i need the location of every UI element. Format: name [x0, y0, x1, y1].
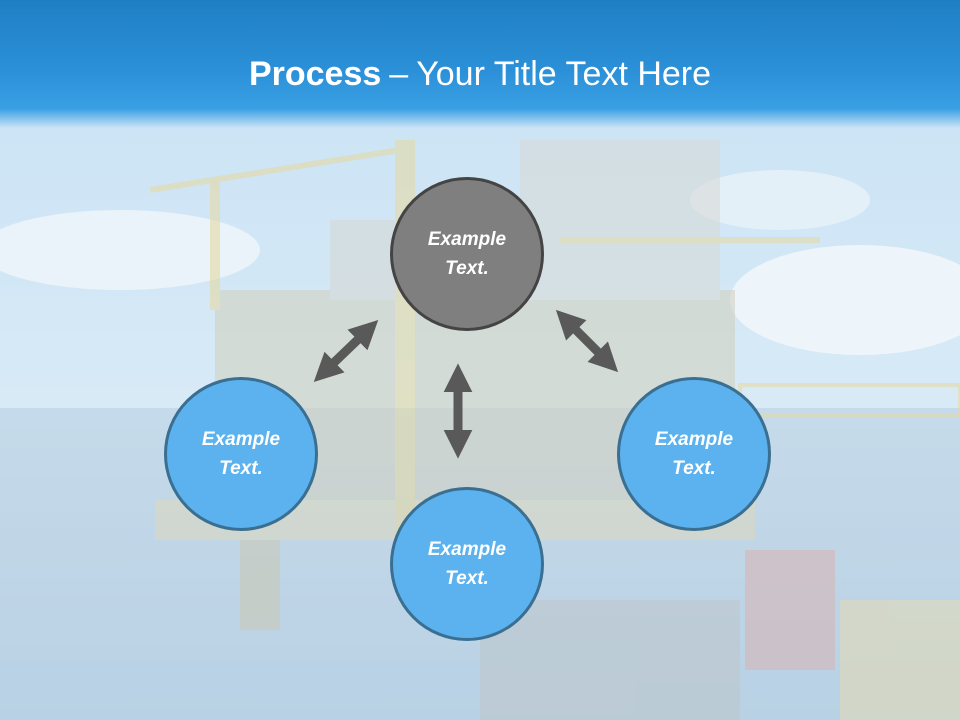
node-top: Example Text.	[390, 177, 544, 331]
arrow-top-left	[313, 320, 379, 382]
title-separator: –	[389, 55, 409, 93]
slide-title: Process–Your Title Text Here	[0, 52, 960, 96]
node-left-line2: Text.	[219, 458, 263, 479]
arrow-top-right	[555, 309, 619, 373]
title-rest: Your Title Text Here	[416, 55, 712, 93]
title-bar	[0, 0, 960, 128]
node-bottom-line1: Example	[427, 539, 507, 560]
node-bottom: Example Text.	[390, 487, 544, 641]
node-top-line2: Text.	[445, 258, 489, 279]
node-left-line1: Example	[201, 429, 281, 450]
node-bottom-line2: Text.	[445, 568, 489, 589]
node-right-line2: Text.	[672, 458, 716, 479]
node-right: Example Text.	[617, 377, 771, 531]
title-bold: Process	[248, 55, 382, 93]
node-top-line1: Example	[427, 229, 507, 250]
node-right-line1: Example	[654, 429, 734, 450]
node-left: Example Text.	[164, 377, 318, 531]
